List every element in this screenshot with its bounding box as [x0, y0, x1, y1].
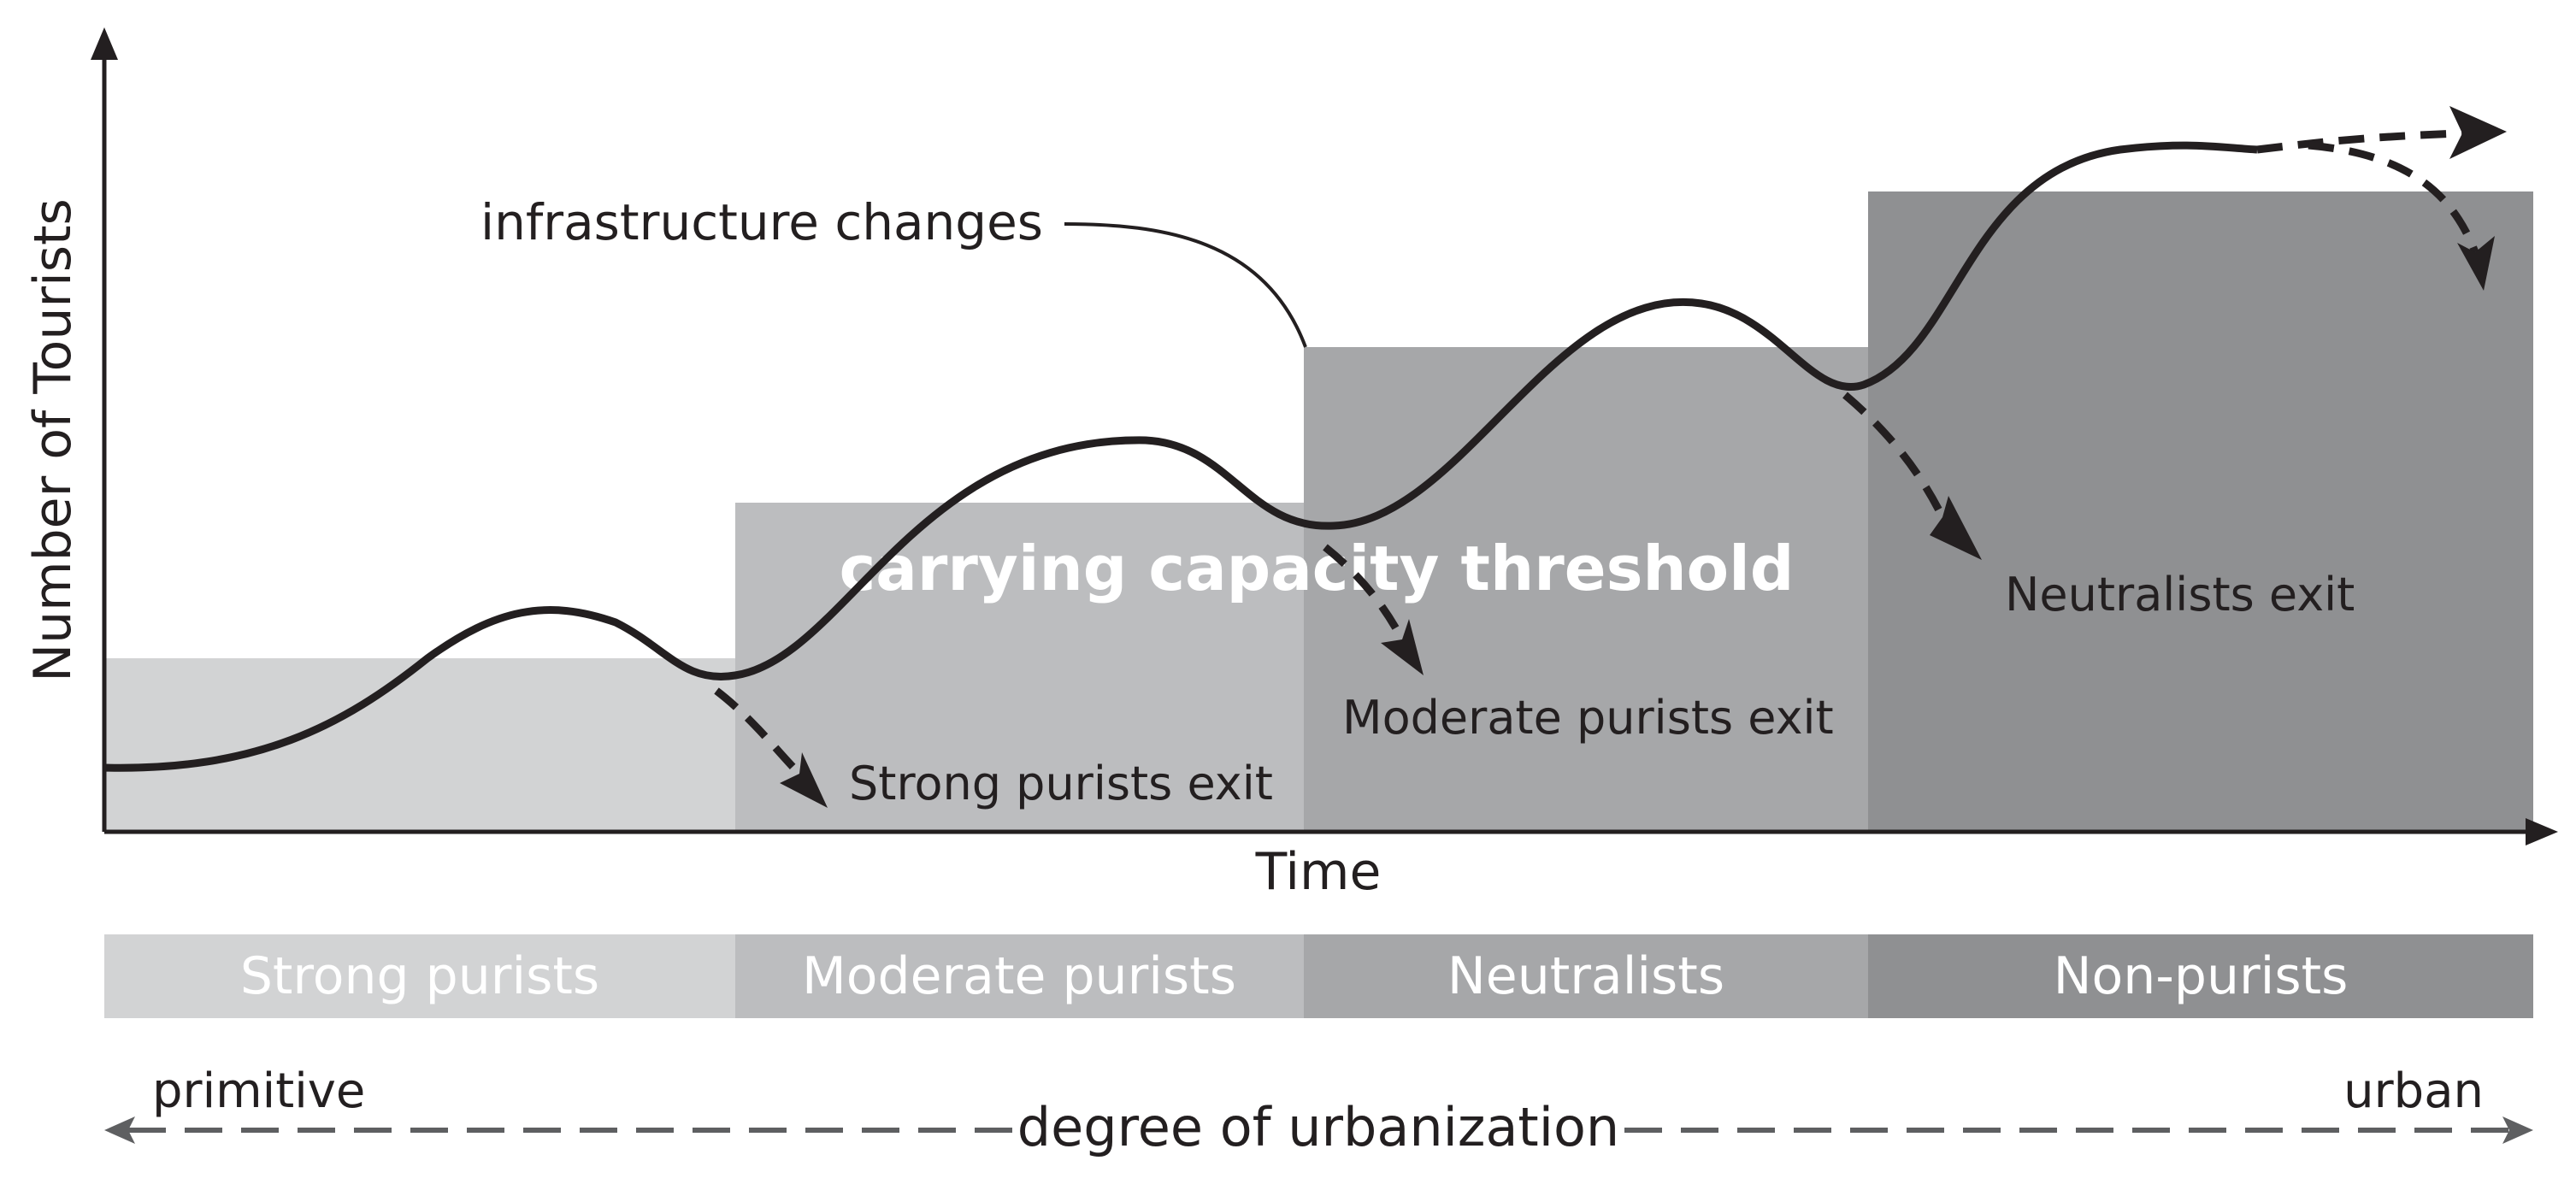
- y-axis-label: Number of Tourists: [23, 198, 83, 682]
- group-label-non-purists: Non-purists: [2054, 946, 2349, 1006]
- group-band-neutralists: [1304, 934, 1868, 1018]
- continuation-arrow-down: [2308, 141, 2479, 254]
- neutralists-exit-label: Neutralists exit: [2005, 568, 2355, 622]
- carrying-capacity-label: carrying capacity threshold: [840, 533, 1795, 604]
- threshold-step-1: [104, 658, 735, 832]
- continuation-arrow-horizontal-head: [2449, 106, 2507, 159]
- group-band-strong-purists: [104, 934, 735, 1018]
- continuation-arrow-horizontal: [2256, 129, 2463, 154]
- urbanization-arrowhead-right: [2502, 1116, 2533, 1144]
- group-label-moderate-purists: Moderate purists: [802, 946, 1236, 1006]
- moderate-purists-exit-arrow: [1323, 544, 1406, 642]
- x-axis-arrowhead: [2526, 818, 2558, 845]
- group-label-strong-purists: Strong purists: [240, 946, 599, 1006]
- x-axis-label: Time: [1255, 842, 1382, 902]
- neutralists-exit-arrow-head: [1930, 496, 1982, 560]
- group-band-non-purists: [1868, 934, 2533, 1018]
- group-band-moderate-purists: [735, 934, 1304, 1018]
- neutralists-exit-arrow: [1842, 392, 1947, 519]
- threshold-step-4: [1868, 191, 2533, 832]
- threshold-step-3: [1304, 347, 1868, 832]
- urbanization-primitive-label: primitive: [152, 1063, 365, 1119]
- urbanization-arrowhead-left: [104, 1116, 135, 1144]
- continuation-arrow-down-head: [2457, 236, 2495, 291]
- moderate-purists-exit-label: Moderate purists exit: [1342, 691, 1834, 745]
- group-label-neutralists: Neutralists: [1447, 946, 1724, 1006]
- urbanization-center-label: degree of urbanization: [1017, 1096, 1619, 1158]
- moderate-purists-exit-arrow-head: [1381, 619, 1424, 675]
- threshold-step-2: [735, 503, 1304, 832]
- y-axis-arrowhead: [91, 27, 118, 60]
- strong-purists-exit-label: Strong purists exit: [849, 757, 1273, 810]
- tourist-curve: [103, 141, 2258, 772]
- infrastructure-leader-line: [1064, 222, 1307, 348]
- strong-purists-exit-arrow: [714, 687, 803, 777]
- strong-purists-exit-arrow-head: [780, 752, 828, 808]
- urbanization-urban-label: urban: [2343, 1063, 2484, 1119]
- infrastructure-changes-label: infrastructure changes: [480, 193, 1043, 251]
